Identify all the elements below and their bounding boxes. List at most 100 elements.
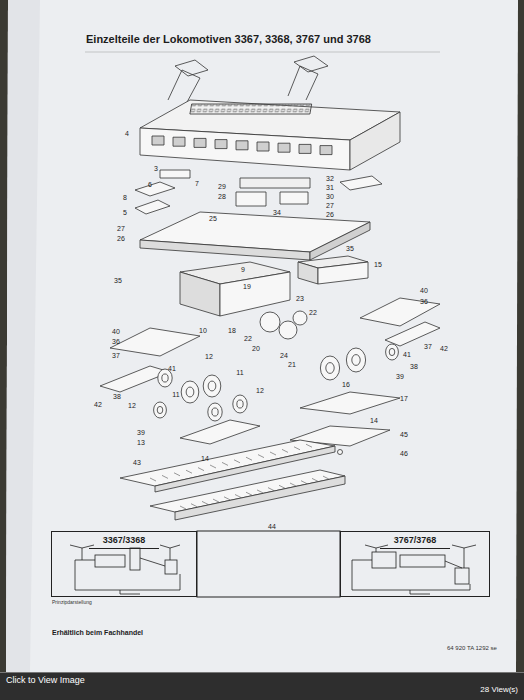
gear-cover bbox=[300, 392, 400, 414]
buffer-beam bbox=[160, 170, 190, 178]
callout-number: 42 bbox=[440, 345, 448, 352]
sheet-title: Einzelteile der Lokomotiven 3367, 3368, … bbox=[86, 34, 371, 45]
callout-number: 15 bbox=[374, 261, 382, 268]
callout-number: 39 bbox=[396, 373, 404, 380]
body-side bbox=[140, 128, 350, 170]
wheel bbox=[346, 348, 365, 372]
window bbox=[257, 142, 269, 151]
coupler-part bbox=[135, 200, 170, 214]
wheel-hub bbox=[212, 408, 218, 416]
callout-number: 14 bbox=[201, 455, 209, 462]
callout-number: 17 bbox=[400, 395, 408, 402]
callout-number: 28 bbox=[218, 193, 226, 200]
callout-number: 16 bbox=[342, 381, 350, 388]
window bbox=[215, 140, 227, 149]
wheel bbox=[208, 403, 222, 421]
callout-number: 26 bbox=[117, 235, 125, 242]
panel-heading: 3767/3768 bbox=[380, 532, 450, 549]
callout-number: 39 bbox=[137, 429, 145, 436]
callout-number: 37 bbox=[424, 343, 432, 350]
wheel-hub bbox=[326, 363, 334, 374]
callout-number: 24 bbox=[280, 352, 288, 359]
callout-number: 8 bbox=[123, 194, 127, 201]
coupler-part bbox=[135, 182, 175, 196]
callout-number: 12 bbox=[128, 402, 136, 409]
callout-number: 7 bbox=[195, 180, 199, 187]
callout-number: 37 bbox=[112, 352, 120, 359]
callout-number: 35 bbox=[114, 277, 122, 284]
viewer-bar bbox=[0, 672, 524, 700]
sheet-note: Click to View Image bbox=[6, 676, 85, 685]
callout-number: 36 bbox=[420, 298, 428, 305]
wheel-hub bbox=[352, 355, 360, 366]
callout-number: 34 bbox=[273, 209, 281, 216]
window bbox=[299, 144, 311, 153]
callout-number: 12 bbox=[205, 353, 213, 360]
callout-number: 21 bbox=[288, 361, 296, 368]
callout-number: 12 bbox=[256, 387, 264, 394]
callout-number: 13 bbox=[137, 439, 145, 446]
sheet-note: 64 920 TA 1292 se bbox=[447, 645, 497, 651]
variant-panel: 3367/3368 bbox=[51, 531, 197, 597]
callout-number: 38 bbox=[113, 393, 121, 400]
window bbox=[152, 136, 164, 145]
callout-number: 20 bbox=[252, 345, 260, 352]
panel-heading: 3367/3368 bbox=[89, 532, 159, 549]
callout-number: 25 bbox=[209, 215, 217, 222]
variant-panel: 3767/3768 bbox=[340, 531, 490, 597]
callout-number: 40 bbox=[112, 328, 120, 335]
light-guide bbox=[236, 192, 266, 206]
locomotive-parts bbox=[100, 56, 440, 520]
frame-44 bbox=[150, 470, 345, 512]
callout-number: 11 bbox=[172, 391, 179, 398]
wheels bbox=[154, 344, 399, 421]
bogie-side bbox=[385, 322, 440, 346]
wheel bbox=[158, 369, 172, 387]
wheel bbox=[386, 344, 399, 360]
bogie-frame bbox=[360, 298, 440, 326]
sheet-note: Prinzipdarstellung bbox=[52, 600, 92, 605]
brush-plate bbox=[280, 192, 308, 204]
callout-number: 32 bbox=[326, 175, 334, 182]
wheel-hub bbox=[389, 348, 395, 355]
window bbox=[278, 143, 290, 152]
callout-number: 4 bbox=[125, 130, 129, 137]
wheel bbox=[320, 356, 339, 380]
circuit-schematic bbox=[70, 545, 476, 594]
pantograph bbox=[168, 56, 328, 104]
callout-number: 40 bbox=[420, 287, 428, 294]
bogie-frame bbox=[110, 328, 200, 356]
callout-number: 43 bbox=[133, 459, 141, 466]
callout-number: 31 bbox=[326, 184, 334, 191]
gear-cover bbox=[180, 420, 260, 444]
callout-number: 5 bbox=[123, 209, 127, 216]
callout-number: 22 bbox=[309, 309, 317, 316]
callout-number: 35 bbox=[346, 245, 354, 252]
wheel-hub bbox=[208, 381, 216, 391]
wheel-hub bbox=[186, 387, 194, 397]
frame-detail bbox=[150, 444, 329, 509]
wheel bbox=[181, 381, 199, 403]
callout-number: 9 bbox=[241, 266, 245, 273]
callout-number: 3 bbox=[154, 165, 158, 172]
callout-number: 30 bbox=[326, 193, 334, 200]
callout-number: 42 bbox=[94, 401, 102, 408]
paper-shadow bbox=[6, 0, 40, 672]
light-carrier bbox=[240, 178, 310, 188]
body-front bbox=[350, 112, 400, 170]
callout-number: 29 bbox=[218, 183, 226, 190]
wheel bbox=[154, 402, 167, 418]
window bbox=[173, 137, 185, 146]
callout-number: 23 bbox=[296, 295, 304, 302]
empty-panel bbox=[197, 531, 340, 597]
callout-number: 44 bbox=[268, 523, 276, 530]
callout-number: 14 bbox=[370, 417, 378, 424]
viewer-bar-edge bbox=[0, 672, 524, 673]
paper-sheet bbox=[6, 0, 518, 672]
buffer-beam bbox=[340, 176, 382, 190]
roof-grille bbox=[190, 104, 312, 114]
sheet-note: Erhältlich beim Fachhandel bbox=[52, 629, 143, 636]
callout-number: 41 bbox=[168, 365, 176, 372]
window bbox=[194, 138, 206, 147]
